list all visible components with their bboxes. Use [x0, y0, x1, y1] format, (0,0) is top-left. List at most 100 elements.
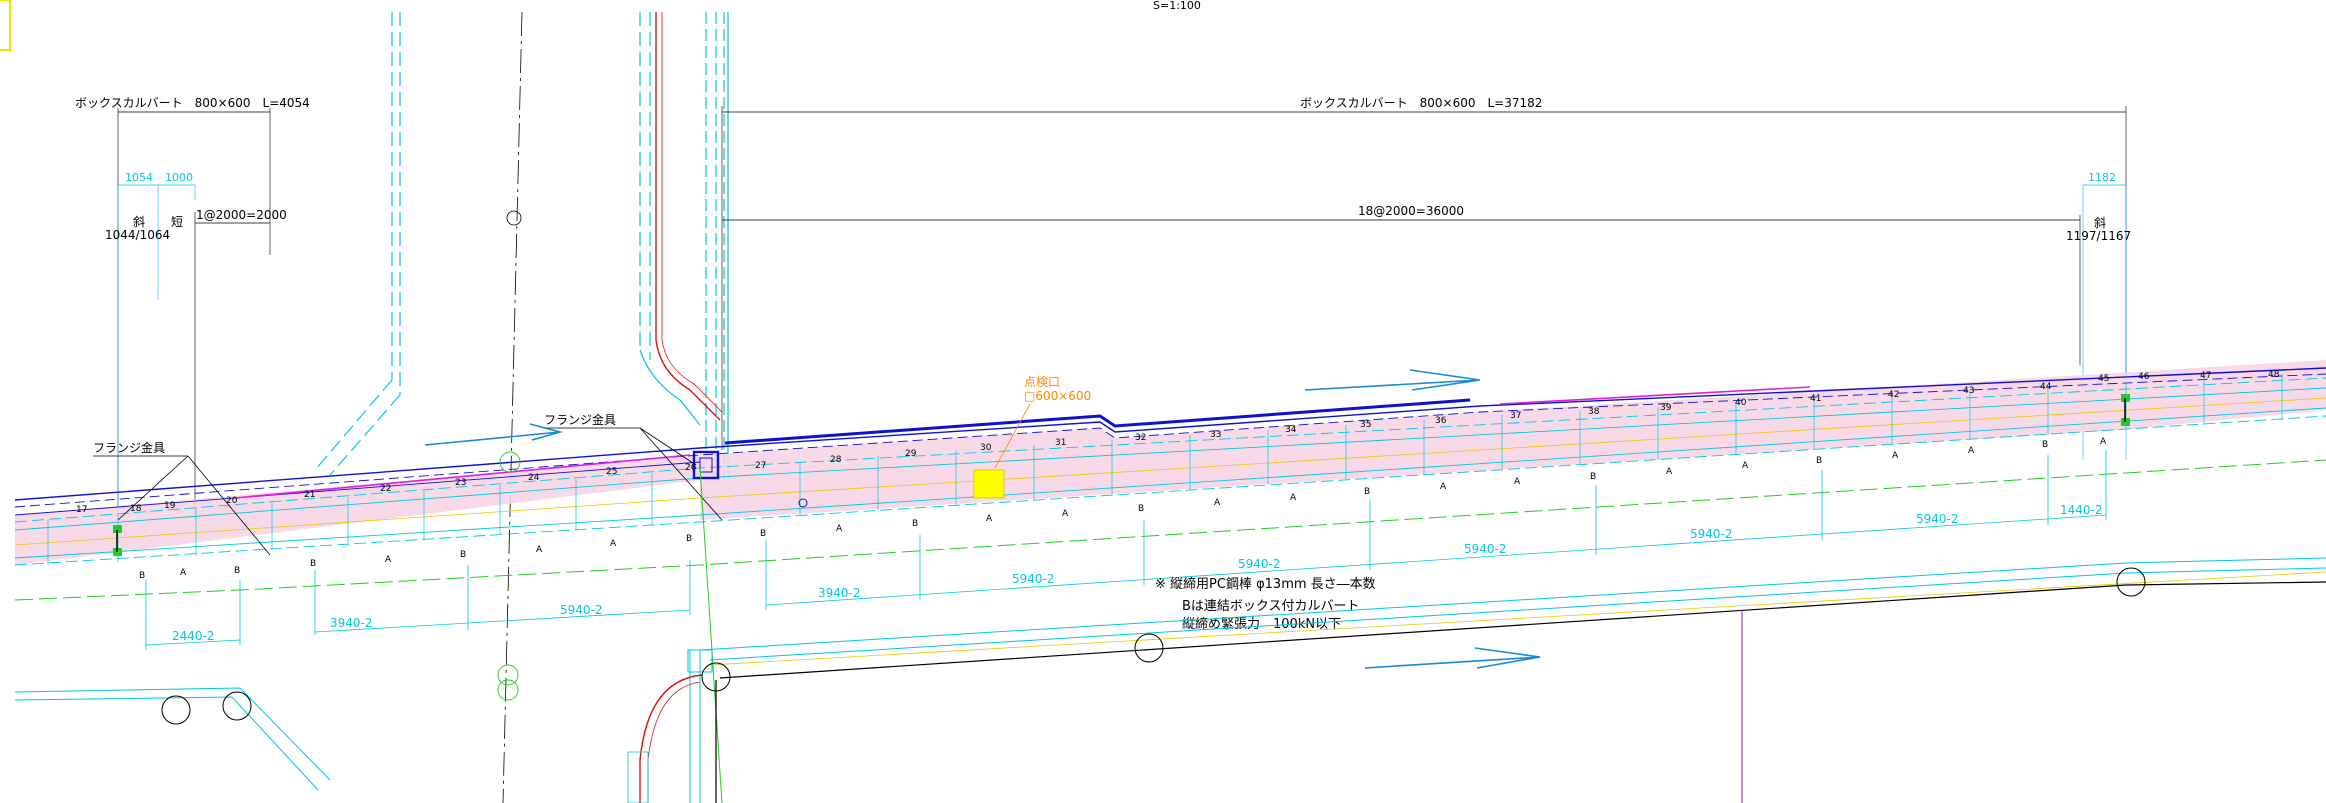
segment-label: 5940-2	[1916, 512, 1959, 526]
culvert-right-title: ボックスカルバート 800×600 L=37182	[1300, 96, 1542, 110]
ab-marker: A	[536, 545, 543, 555]
ab-marker: A	[1062, 509, 1069, 519]
box-number: 21	[304, 490, 315, 500]
lower-cyan-box	[627, 751, 649, 803]
ab-marker: A	[385, 555, 392, 565]
segment-label: 3940-2	[330, 616, 373, 630]
inspection-label-1: 点検口	[1024, 375, 1060, 389]
culvert-left-dim-b: 1000	[165, 171, 193, 184]
culvert-band-fill-left	[15, 455, 700, 565]
box-number: 19	[164, 501, 176, 511]
culvert-band-fill-right	[700, 360, 2326, 520]
road-edge-black	[719, 581, 2326, 679]
box-number: 37	[1510, 411, 1521, 421]
segment-dim-labels: 2440-2 3940-2 5940-2 3940-2 5940-2 5940-…	[172, 503, 2103, 643]
culvert-right-dim-end: 1182	[2088, 171, 2116, 184]
box-number: 44	[2040, 382, 2052, 392]
ab-marker: A	[986, 514, 993, 524]
box-number: 35	[1360, 420, 1371, 430]
box-number: 38	[1588, 407, 1600, 417]
culvert-left-title: ボックスカルバート 800×600 L=4054	[75, 96, 310, 110]
segment-dividers	[47, 374, 2283, 565]
box-number: 24	[528, 473, 540, 483]
box-number: 17	[76, 505, 87, 515]
box-number: 45	[2098, 374, 2109, 384]
inspection-opening	[973, 469, 1005, 499]
box-number: 31	[1055, 438, 1066, 448]
ab-marker: A	[2100, 437, 2107, 447]
junction-box	[692, 450, 720, 480]
ab-marker: A	[1968, 446, 1975, 456]
box-number: 40	[1735, 398, 1747, 408]
green-point	[499, 451, 521, 473]
culvert-right-skew-value: 1197/1167	[2066, 229, 2131, 243]
flange-leader-left-1	[187, 455, 271, 556]
box-number: 20	[226, 496, 238, 506]
ab-marker: B	[1138, 504, 1144, 514]
ab-marker: B	[1590, 472, 1596, 482]
segment-label: 1440-2	[2060, 503, 2103, 517]
box-number: 28	[830, 455, 842, 465]
flange-label-mid: フランジ金具	[544, 412, 616, 427]
flow-arrows	[424, 369, 1541, 669]
ab-marker: B	[310, 559, 316, 569]
ab-marker: B	[1816, 456, 1822, 466]
segment-label: 2440-2	[172, 629, 215, 643]
culvert-left-skew: 斜	[133, 215, 145, 229]
road-lines-upper	[314, 12, 729, 480]
box-number: 41	[1810, 394, 1821, 404]
flow-arrow-top-right	[1304, 369, 1481, 391]
box-number: 33	[1210, 430, 1221, 440]
ab-marker: B	[2042, 440, 2048, 450]
culvert-outline-blue	[14, 367, 2326, 516]
flange-label-left: フランジ金具	[93, 440, 165, 455]
box-number: 22	[380, 484, 391, 494]
ab-marker: A	[1514, 477, 1521, 487]
segment-label: 5940-2	[1012, 572, 1055, 586]
corner-marker	[0, 0, 11, 51]
road-lines-lower	[14, 557, 2326, 803]
culvert-left-dim-a: 1054	[125, 171, 153, 184]
culvert-section-magenta-left	[234, 454, 691, 499]
culvert-right-skew: 斜	[2094, 216, 2106, 230]
box-number: 42	[1888, 390, 1899, 400]
flange-leader-left-2	[117, 455, 189, 521]
note-line-1: ※ 縦締用PC鋼棒 φ13mm 長さ―本数	[1155, 576, 1376, 592]
ab-marker: B	[234, 566, 240, 576]
box-number: 18	[130, 504, 142, 514]
green-point-lower-1	[497, 664, 519, 686]
flange-marker-left-top	[113, 525, 122, 533]
survey-circles	[161, 567, 2146, 725]
ab-marker: B	[912, 519, 918, 529]
box-number: 29	[905, 449, 917, 459]
segment-label: 5940-2	[1238, 557, 1281, 571]
ab-marker: B	[139, 571, 145, 581]
box-number: 27	[755, 461, 766, 471]
ab-marker: A	[610, 539, 617, 549]
box-number: 30	[980, 443, 992, 453]
segment-label: 3940-2	[818, 586, 861, 600]
box-number: 23	[455, 478, 466, 488]
box-number: 32	[1135, 433, 1146, 443]
box-number: 39	[1660, 403, 1672, 413]
red-boundary-upper	[655, 12, 721, 421]
ab-marker: B	[1364, 487, 1370, 497]
segment-label: 5940-2	[1464, 542, 1507, 556]
red-boundary-lower	[639, 674, 703, 803]
ab-markers-left: B A B B A B A A B	[139, 534, 692, 581]
culvert-right-pitch: 18@2000=36000	[1358, 204, 1464, 218]
segment-dim-lines	[145, 450, 2107, 650]
box-number: 47	[2200, 371, 2211, 381]
box-number: 25	[606, 467, 617, 477]
scale-label: S=1:100	[1153, 0, 1201, 12]
ab-marker: A	[836, 524, 843, 534]
red-boundary-upper-2	[661, 12, 723, 413]
inspection-label-2: □600×600	[1024, 389, 1091, 403]
inspection-leader	[994, 403, 1031, 469]
box-number: 26	[685, 463, 697, 473]
flange-leader-mid-1	[639, 427, 697, 466]
culvert-section-magenta-right	[1499, 386, 1811, 405]
ab-marker: A	[1214, 498, 1221, 508]
note-line-2: Bは連結ボックス付カルバート	[1182, 599, 1360, 614]
